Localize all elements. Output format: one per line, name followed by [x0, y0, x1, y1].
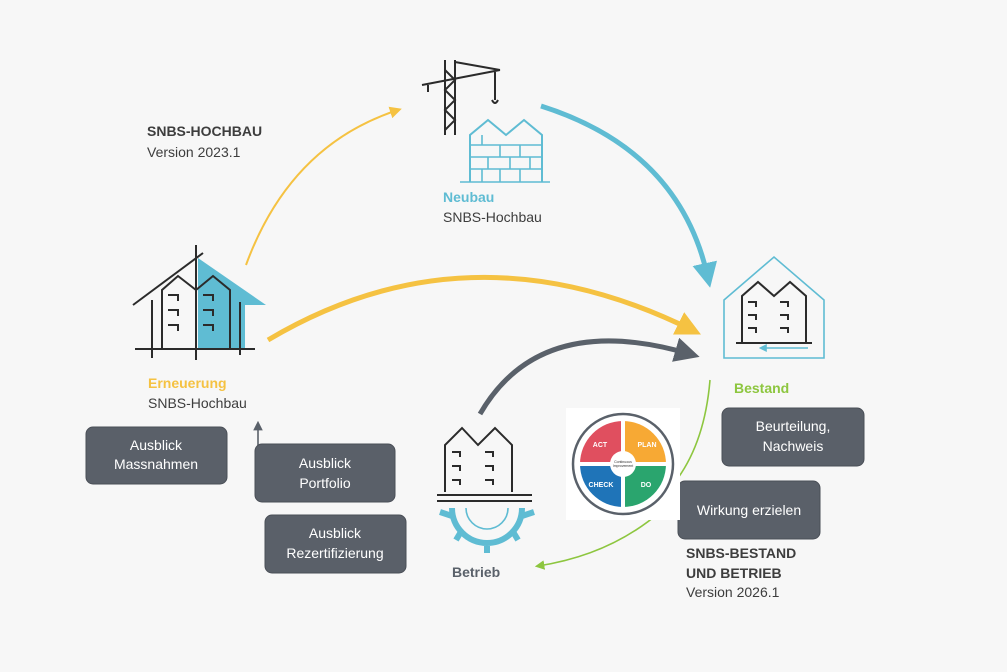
- svg-text:Beurteilung,: Beurteilung,: [756, 418, 831, 434]
- svg-text:PLAN: PLAN: [637, 442, 656, 449]
- svg-text:ACT: ACT: [593, 442, 608, 449]
- svg-text:Wirkung erzielen: Wirkung erzielen: [697, 502, 801, 518]
- bestand-betrieb-title-2: UND BETRIEB: [686, 565, 782, 581]
- svg-text:Portfolio: Portfolio: [299, 475, 351, 491]
- erneuerung-building-icon: [132, 245, 266, 360]
- box-massnahmen: Ausblick Massnahmen: [85, 426, 228, 485]
- pdca-cycle-image: ACT PLAN CHECK DO Continuous Improvement: [566, 408, 680, 520]
- svg-text:Improvement: Improvement: [613, 464, 633, 468]
- erneuerung-title: Erneuerung: [148, 375, 227, 391]
- svg-text:Ausblick: Ausblick: [130, 437, 183, 453]
- svg-text:Ausblick: Ausblick: [299, 455, 352, 471]
- svg-text:Ausblick: Ausblick: [309, 525, 362, 541]
- neubau-subtitle: SNBS-Hochbau: [443, 209, 542, 225]
- arrow-betrieb-bestand: [477, 337, 700, 416]
- box-beurteilung: Beurteilung, Nachweis: [721, 407, 865, 467]
- box-portfolio: Ausblick Portfolio: [254, 443, 396, 503]
- svg-text:Massnahmen: Massnahmen: [114, 456, 198, 472]
- hochbau-title: SNBS-HOCHBAU: [147, 123, 262, 139]
- betrieb-building-gear-icon: [437, 426, 535, 553]
- bestand-house-icon: [723, 255, 825, 359]
- bestand-title: Bestand: [734, 380, 789, 396]
- arrow-bestand-betrieb: [538, 379, 711, 566]
- arrow-neubau-bestand: [540, 103, 717, 288]
- arrow-erneuerung-neubau: [245, 106, 402, 266]
- neubau-title: Neubau: [443, 189, 494, 205]
- arrow-erneuerung-bestand: [266, 275, 701, 343]
- betrieb-title: Betrieb: [452, 564, 500, 580]
- neubau-crane-icon: [421, 60, 550, 183]
- bestand-betrieb-title-1: SNBS-BESTAND: [686, 545, 796, 561]
- box-wirkung: Wirkung erzielen: [677, 480, 821, 540]
- erneuerung-subtitle: SNBS-Hochbau: [148, 395, 247, 411]
- svg-text:Rezertifizierung: Rezertifizierung: [286, 545, 383, 561]
- svg-text:Nachweis: Nachweis: [763, 438, 824, 454]
- svg-text:CHECK: CHECK: [589, 482, 614, 489]
- svg-text:Continuous: Continuous: [614, 460, 632, 464]
- hochbau-version: Version 2023.1: [147, 144, 241, 160]
- svg-text:DO: DO: [641, 482, 652, 489]
- bestand-betrieb-version: Version 2026.1: [686, 584, 780, 600]
- box-rezertifizierung: Ausblick Rezertifizierung: [264, 514, 407, 574]
